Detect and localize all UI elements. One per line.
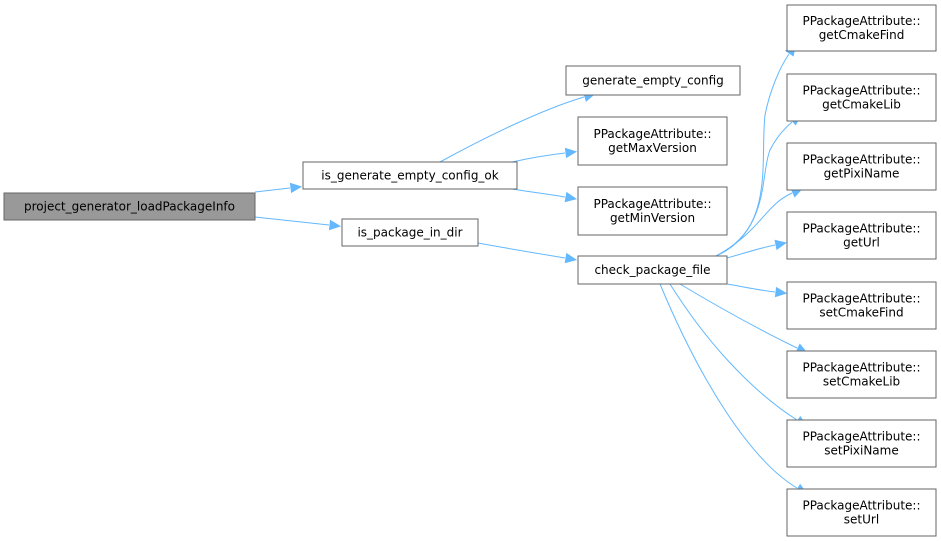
node-box-setCmakeLib[interactable] [786,350,937,399]
node-box-check_package_file[interactable] [577,255,728,285]
node-label-setCmakeFind-line2: setCmakeFind [819,306,903,320]
edge-is_generate_empty_config_ok-to-generate_empty_config [439,96,585,163]
node-label-root: project_generator_loadPackageInfo [24,200,235,214]
arrowhead-getUrl [774,239,787,251]
node-label-check_package_file: check_package_file [594,263,710,277]
node-box-is_package_in_dir[interactable] [341,218,479,247]
node-label-setCmakeLib-line1: PPackageAttribute:: [802,361,920,375]
node-generate_empty_config[interactable]: generate_empty_config [565,65,741,96]
node-setCmakeFind[interactable]: PPackageAttribute::setCmakeFind [786,281,937,330]
node-getPixiName[interactable]: PPackageAttribute::getPixiName [786,142,937,191]
node-root[interactable]: project_generator_loadPackageInfo [3,192,256,221]
node-box-setPixiName[interactable] [786,419,937,468]
node-getMinVersion[interactable]: PPackageAttribute::getMinVersion [577,186,728,236]
node-box-setUrl[interactable] [786,488,937,537]
node-label-getCmakeFind-line2: getCmakeFind [819,28,905,42]
arrowhead-is_generate_empty_config_ok [289,182,303,194]
node-box-generate_empty_config[interactable] [565,65,741,96]
node-label-getCmakeLib-line1: PPackageAttribute:: [802,84,920,98]
node-box-is_generate_empty_config_ok[interactable] [302,161,518,190]
edge-root-to-is_generate_empty_config_ok [254,187,291,193]
edge-check_package_file-to-getPixiName [715,192,793,257]
edge-is_package_in_dir-to-check_package_file [477,242,566,259]
edge-is_generate_empty_config_ok-to-getMinVersion [511,188,566,198]
node-getCmakeLib[interactable]: PPackageAttribute::getCmakeLib [786,73,937,122]
edge-root-to-is_package_in_dir [254,216,330,226]
node-label-getUrl-line1: PPackageAttribute:: [802,222,920,236]
node-label-is_generate_empty_config_ok: is_generate_empty_config_ok [321,169,499,183]
node-box-setCmakeFind[interactable] [786,281,937,330]
arrowhead-check_package_file [564,252,578,264]
arrowhead-getMinVersion [564,191,578,203]
nodes-layer: project_generator_loadPackageInfo is_gene… [3,4,937,537]
node-label-getMaxVersion-line1: PPackageAttribute:: [593,127,711,141]
node-label-setUrl-line2: setUrl [844,513,879,527]
node-box-getCmakeLib[interactable] [786,73,937,122]
node-label-getPixiName-line2: getPixiName [824,167,900,181]
edge-check_package_file-to-getCmakeLib [715,121,793,257]
node-label-generate_empty_config: generate_empty_config [582,74,724,88]
node-label-setCmakeFind-line1: PPackageAttribute:: [802,292,920,306]
node-label-getUrl-line2: getUrl [843,236,880,250]
node-label-getMaxVersion-line2: getMaxVersion [608,141,697,155]
arrowhead-is_package_in_dir [328,219,342,231]
node-label-getPixiName-line1: PPackageAttribute:: [802,153,920,167]
arrowhead-getMaxVersion [564,147,578,159]
edge-check_package_file-to-getUrl [726,244,776,259]
edge-is_generate_empty_config_ok-to-getMaxVersion [511,152,566,163]
node-box-getCmakeFind[interactable] [786,4,937,52]
node-getCmakeFind[interactable]: PPackageAttribute::getCmakeFind [786,4,937,52]
node-box-getMaxVersion[interactable] [577,116,728,166]
node-label-is_package_in_dir: is_package_in_dir [357,226,462,240]
edge-check_package_file-to-setUrl [659,283,798,489]
node-box-getPixiName[interactable] [786,142,937,191]
node-box-getMinVersion[interactable] [577,186,728,236]
edge-check_package_file-to-setCmakeFind [726,283,776,293]
node-label-getMinVersion-line1: PPackageAttribute:: [593,197,711,211]
node-box-root[interactable] [3,192,256,221]
node-label-setPixiName-line2: setPixiName [824,444,898,458]
node-setPixiName[interactable]: PPackageAttribute::setPixiName [786,419,937,468]
node-getMaxVersion[interactable]: PPackageAttribute::getMaxVersion [577,116,728,166]
node-is_package_in_dir[interactable]: is_package_in_dir [341,218,479,247]
edge-check_package_file-to-setCmakeLib [679,283,798,349]
node-label-getMinVersion-line2: getMinVersion [610,211,695,225]
node-is_generate_empty_config_ok[interactable]: is_generate_empty_config_ok [302,161,518,190]
node-label-getCmakeFind-line1: PPackageAttribute:: [802,14,920,28]
node-label-getCmakeLib-line2: getCmakeLib [822,98,901,112]
node-setUrl[interactable]: PPackageAttribute::setUrl [786,488,937,537]
node-label-setUrl-line1: PPackageAttribute:: [802,499,920,513]
node-box-getUrl[interactable] [786,211,937,260]
edge-check_package_file-to-setPixiName [669,283,798,421]
node-setCmakeLib[interactable]: PPackageAttribute::setCmakeLib [786,350,937,399]
node-check_package_file[interactable]: check_package_file [577,255,728,285]
arrowhead-setCmakeFind [774,286,788,298]
node-getUrl[interactable]: PPackageAttribute::getUrl [786,211,937,260]
node-label-setCmakeLib-line2: setCmakeLib [823,375,900,389]
node-label-setPixiName-line1: PPackageAttribute:: [802,430,920,444]
